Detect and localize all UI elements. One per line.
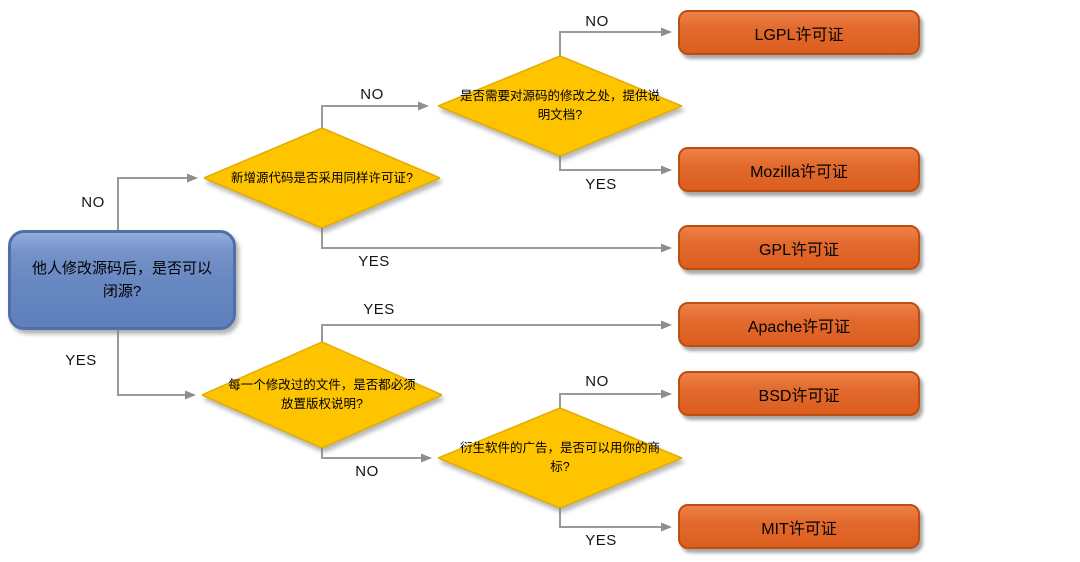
license-label: MIT许可证: [761, 520, 837, 538]
decision-label: 是否需要对源码的修改之处，提供说明文档?: [460, 89, 661, 122]
diamond-shape: [204, 128, 440, 228]
decision-same-license: 新增源代码是否采用同样许可证?: [204, 128, 440, 228]
result-bsd-license: BSD许可证: [678, 371, 920, 416]
result-lgpl-license: LGPL许可证: [678, 10, 920, 55]
edge-label-d4-bsd: NO: [585, 373, 609, 390]
start-node: 他人修改源码后，是否可以闭源?: [8, 230, 236, 330]
decision-copyright-notice: 每一个修改过的文件，是否都必须放置版权说明?: [202, 342, 442, 448]
edge-label-d3-apache: YES: [363, 301, 395, 318]
edge-label-start-d3: YES: [65, 352, 97, 369]
result-apache-license: Apache许可证: [678, 302, 920, 347]
license-label: Mozilla许可证: [750, 163, 848, 181]
result-mit-license: MIT许可证: [678, 504, 920, 549]
edge-label-d3-d4: NO: [355, 463, 379, 480]
edge-label-d4-mit: YES: [585, 532, 617, 549]
license-label: Apache许可证: [747, 318, 851, 336]
decision-label: 每一个修改过的文件，是否都必须放置版权说明?: [228, 378, 416, 411]
decision-provide-docs: 是否需要对源码的修改之处，提供说明文档?: [438, 56, 682, 156]
license-label: GPL许可证: [758, 241, 840, 259]
start-node-label: 他人修改源码后，是否可以闭源?: [31, 259, 212, 300]
decision-trademark-ads: 衍生软件的广告，是否可以用你的商标?: [438, 408, 682, 508]
edge-label-start-d1: NO: [81, 194, 105, 211]
edge-label-d2-lgpl: NO: [585, 13, 609, 30]
license-label: LGPL许可证: [754, 26, 844, 44]
edge-label-d2-mozilla: YES: [585, 176, 617, 193]
edge-label-d1-gpl: YES: [358, 253, 390, 270]
decision-label: 衍生软件的广告，是否可以用你的商标?: [459, 441, 660, 474]
diamond-shape: [202, 342, 442, 448]
license-label: BSD许可证: [758, 387, 840, 405]
decision-label: 新增源代码是否采用同样许可证?: [231, 170, 413, 185]
edge-label-d1-d2: NO: [360, 86, 384, 103]
diamond-shape: [438, 408, 682, 508]
result-mozilla-license: Mozilla许可证: [678, 147, 920, 192]
result-gpl-license: GPL许可证: [678, 225, 920, 270]
diamond-shape: [438, 56, 682, 156]
